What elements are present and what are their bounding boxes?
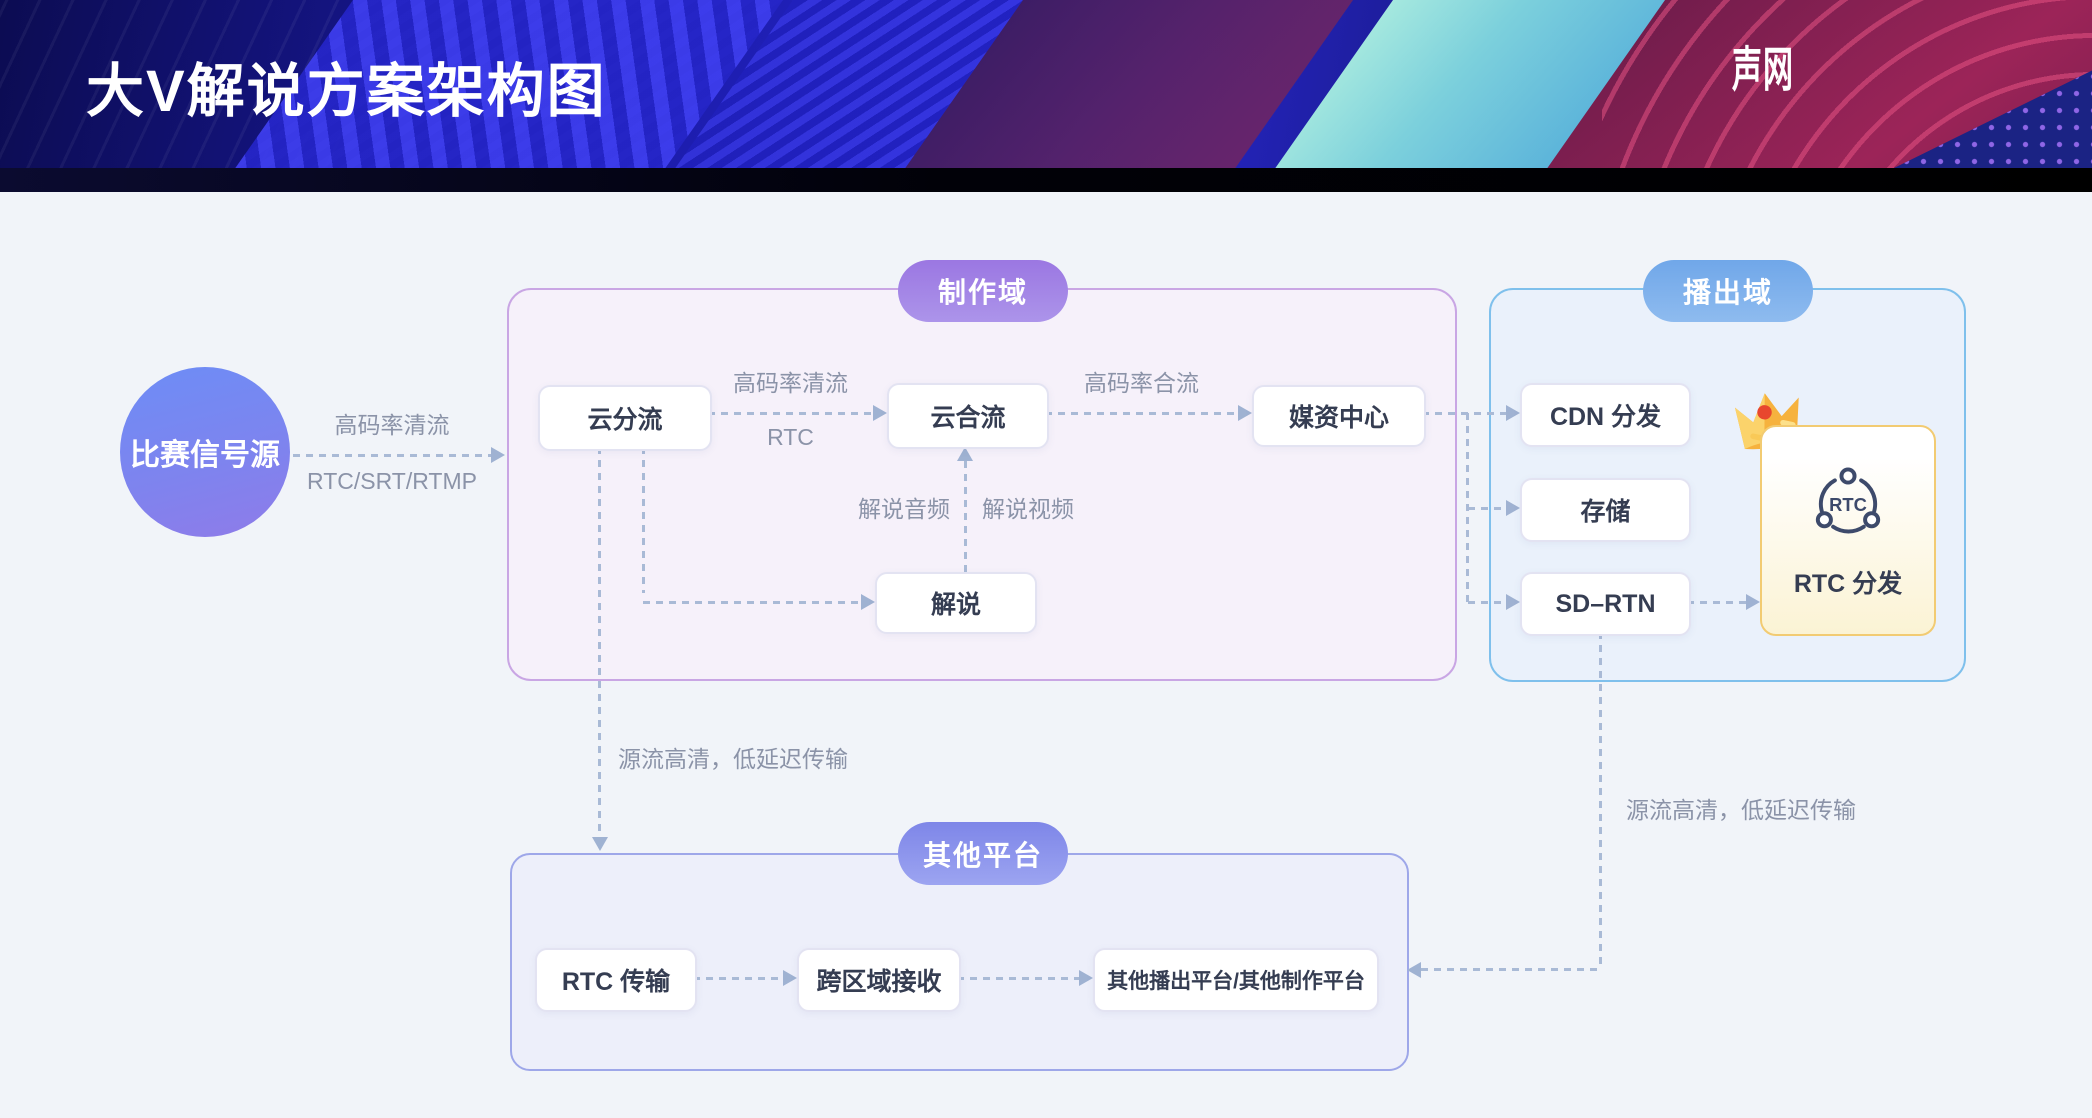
node-cloud-merge: 云合流 [887, 383, 1049, 449]
arrowhead [1407, 962, 1421, 978]
edge-split-merge [708, 412, 873, 415]
arrowhead [783, 970, 797, 986]
edge-sdrtn-rtc [1687, 601, 1746, 604]
node-rtc-distribution: RTC RTC 分发 [1760, 425, 1936, 636]
edge-label-commentary-video: 解说视频 [982, 496, 1074, 522]
edge-label-split-others: 源流高清，低延迟传输 [618, 746, 848, 772]
edge-crossregion-otherplatforms [957, 977, 1079, 980]
broadcast-domain-badge: 播出域 [1643, 260, 1813, 322]
edge-split-commentary-h [643, 601, 861, 604]
node-cross-region: 跨区域接收 [797, 948, 961, 1012]
page-title: 大V解说方案架构图 [86, 59, 607, 124]
edge-branch-storage [1468, 507, 1506, 510]
arrowhead [1506, 500, 1520, 516]
node-commentary: 解说 [875, 572, 1037, 634]
edge-media-cdn [1422, 412, 1506, 415]
edge-media-branch-v [1466, 413, 1469, 602]
arrowhead [861, 594, 875, 610]
node-storage: 存储 [1520, 478, 1691, 542]
node-cdn: CDN 分发 [1520, 383, 1691, 447]
edge-label-sdrtn-others: 源流高清，低延迟传输 [1626, 797, 1856, 823]
source-node: 比赛信号源 [120, 367, 290, 537]
rtc-icon-label: RTC [1829, 494, 1867, 515]
edge-commentary-merge [964, 461, 967, 572]
arrowhead [1238, 405, 1252, 421]
arrowhead [592, 837, 608, 851]
edge-sdrtn-others-v [1599, 632, 1602, 970]
production-domain-badge: 制作域 [898, 260, 1068, 322]
edge-branch-sdrtn [1468, 601, 1506, 604]
edge-split-commentary-v [642, 447, 645, 593]
source-node-label: 比赛信号源 [130, 439, 280, 472]
rtc-network-icon: RTC [1815, 466, 1881, 533]
arrowhead [1506, 405, 1520, 421]
edge-merge-media [1045, 412, 1238, 415]
edge-label-commentary-audio: 解说音频 [858, 496, 950, 522]
node-sd-rtn: SD–RTN [1520, 572, 1691, 636]
arrowhead [1746, 594, 1760, 610]
edge-source-production [293, 454, 491, 457]
node-cloud-split: 云分流 [538, 385, 712, 451]
other-platforms-badge: 其他平台 [898, 822, 1068, 885]
rtc-distribution-label: RTC 分发 [1793, 569, 1903, 598]
header-divider [0, 168, 2092, 192]
edge-rtctransfer-crossregion [693, 977, 783, 980]
agora-logo: 声网 [1732, 44, 1794, 98]
header-banner: 大V解说方案架构图 声网 [0, 0, 2092, 168]
node-media-center: 媒资中心 [1252, 385, 1426, 447]
edge-sdrtn-others-h [1421, 968, 1601, 971]
arrowhead [957, 447, 973, 461]
edge-label-split-merge-bottom: RTC [767, 424, 814, 450]
arrowhead [1506, 594, 1520, 610]
arrowhead [873, 405, 887, 421]
arrowhead [491, 447, 505, 463]
edge-label-split-merge-top: 高码率清流 [733, 370, 848, 396]
node-rtc-transfer: RTC 传输 [535, 948, 697, 1012]
edge-split-others [598, 447, 601, 837]
edge-label-merge-media: 高码率合流 [1084, 370, 1199, 396]
edge-label-source-top: 高码率清流 [334, 412, 450, 438]
arrowhead [1079, 970, 1093, 986]
node-other-platforms: 其他播出平台/其他制作平台 [1093, 948, 1379, 1012]
edge-label-source-bottom: RTC/SRT/RTMP [307, 468, 477, 494]
